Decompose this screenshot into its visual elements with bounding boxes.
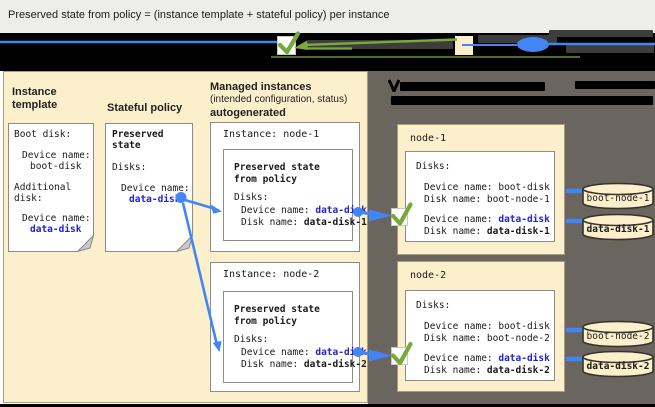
legend-instance-config-square-icon: [455, 36, 473, 55]
title-strip: Preserved state from policy = (instance …: [0, 0, 655, 33]
instance-title: Instance: node-1: [223, 129, 320, 140]
disk-cylinder-data-disk-2: data-disk-2: [581, 349, 655, 384]
disk-label: boot-node-2: [586, 331, 650, 342]
disk-cylinder-boot-node-2: boot-node-2: [581, 319, 655, 354]
legend-text-blob: [566, 45, 654, 53]
preserved-state-title: Preserved state: [234, 304, 320, 315]
additional-disk-label: Additional: [14, 182, 72, 193]
disks-label: Disks:: [416, 300, 451, 311]
instance-template-doc: Boot disk: Device name: boot-disk Additi…: [8, 123, 94, 252]
redacted-heading-bar: [391, 96, 653, 105]
node-disks-box: Disks: Device name: boot-disk Disk name:…: [405, 151, 555, 242]
disk-label: data-disk-2: [586, 361, 650, 372]
disk-label: boot-node-1: [586, 193, 650, 204]
stateful-policy-heading: Stateful policy: [107, 102, 183, 114]
device-name-line: Device name: data-disk: [424, 353, 550, 364]
additional-disk-label: disk:: [14, 193, 43, 204]
stateful-policy-doc: Preserved state Disks: Device name: data…: [105, 123, 193, 252]
disk-cylinder-data-disk-1: data-disk-1: [581, 212, 655, 247]
preserved-state-box: Preserved state from policy Disks: Devic…: [223, 149, 367, 241]
legend-band: [0, 30, 655, 71]
managed-instances-heading: autogenerated: [210, 107, 286, 119]
redacted-heading-glyph: [388, 79, 400, 92]
cylinder-icon: [582, 182, 654, 210]
managed-instances-heading: Managed instances: [210, 81, 312, 93]
legend-text-blob: [307, 40, 453, 49]
device-name-line: Device name: boot-disk: [424, 182, 550, 193]
managed-instances-subheading: (intended configuration, status): [210, 94, 348, 105]
node-disks-box: Disks: Device name: boot-disk Disk name:…: [405, 290, 555, 381]
node-name: node-2: [410, 270, 447, 281]
applied-check-box: [391, 208, 408, 226]
redacted-heading-bar: [400, 82, 545, 91]
disk-cylinder-boot-node-1: boot-node-1: [581, 181, 655, 216]
legend-applied-check-icon: [277, 36, 296, 55]
device-name-label: Device name:: [22, 213, 91, 224]
cylinder-icon: [582, 320, 654, 348]
preserved-state-title: from policy: [234, 174, 297, 185]
applied-check-box: [391, 347, 408, 365]
disks-label: Disks:: [416, 161, 451, 172]
instance-template-heading: Instance: [12, 86, 57, 98]
device-name-line: Device name: data-disk: [424, 214, 550, 225]
disks-label: Disks:: [234, 334, 269, 345]
managed-instance-box: Instance: node-2 Preserved state from po…: [210, 262, 367, 392]
disk-label: data-disk-1: [586, 224, 650, 235]
boot-device-value: boot-disk: [30, 161, 82, 172]
cylinder-icon: [582, 213, 654, 241]
device-name-line: Device name: boot-disk: [424, 321, 550, 332]
preserved-state-box: Preserved state from policy Disks: Devic…: [223, 291, 367, 383]
node-name: node-1: [410, 133, 447, 144]
managed-instance-box: Instance: node-1 Preserved state from po…: [210, 122, 367, 252]
disk-name-line: Disk name: data-disk-1: [241, 217, 367, 228]
boot-disk-label: Boot disk:: [14, 129, 72, 140]
disk-name-line: Disk name: data-disk-1: [424, 226, 550, 237]
device-name-line: Device name: data-disk: [241, 347, 367, 358]
instance-template-heading: template: [12, 99, 58, 111]
data-device-value: data-disk: [30, 224, 82, 235]
disks-label: Disks:: [112, 162, 147, 173]
disk-name-line: Disk name: data-disk-2: [241, 359, 367, 370]
redacted-heading-bar: [575, 81, 655, 89]
diagram-title: Preserved state from policy = (instance …: [8, 9, 390, 21]
folded-corner-icon: [77, 235, 94, 252]
disk-name-line: Disk name: boot-node-2: [424, 333, 550, 344]
disk-name-line: Disk name: boot-node-1: [424, 194, 550, 205]
instance-title: Instance: node-2: [223, 269, 320, 280]
legend-persistent-disk-icon: [517, 37, 549, 52]
bottom-bar: [0, 404, 655, 407]
preserved-state-title: from policy: [234, 316, 297, 327]
device-name-label: Device name:: [121, 183, 190, 194]
disk-name-line: Disk name: data-disk-2: [424, 365, 550, 376]
preserved-state-title: Preserved: [112, 129, 164, 140]
cylinder-icon: [582, 350, 654, 378]
legend-text-blob: [478, 35, 557, 43]
legend-text-blob: [549, 30, 653, 37]
device-name-line: Device name: data-disk: [241, 205, 367, 216]
device-name-label: Device name:: [22, 150, 91, 161]
folded-corner-icon: [176, 235, 193, 252]
disks-label: Disks:: [234, 192, 269, 203]
data-device-value: data-disk: [129, 194, 181, 205]
preserved-state-title: Preserved state: [234, 162, 320, 173]
preserved-state-title: state: [112, 140, 141, 151]
